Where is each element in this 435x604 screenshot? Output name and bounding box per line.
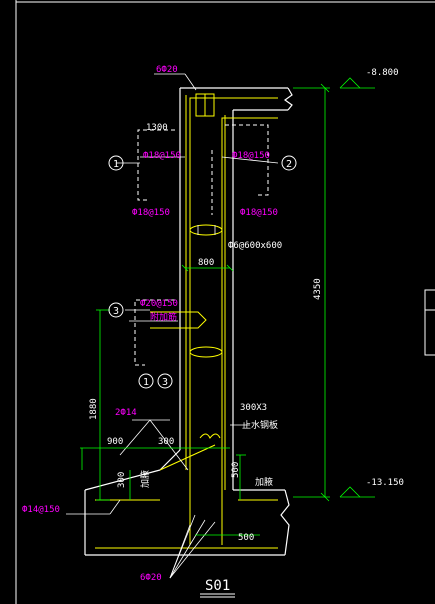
marker-3-low [157,373,173,389]
marker-1-top-label: 1 [113,159,119,170]
elevation-bottom: -13.150 [366,478,404,488]
wall-outline [84,87,293,556]
marker-2-label: 2 [286,159,292,170]
marker-circles [108,155,297,389]
marker-2 [281,155,297,171]
marker-3-mid [108,302,124,318]
marker-1-low [138,373,154,389]
rebar-group [95,93,278,549]
right-mesh-label: Ф18@150 [232,151,270,161]
haunch-left-note: 加腋 [139,470,151,488]
waterstop-name: 止水钢板 [242,419,278,431]
left-mid-label: Ф18@150 [132,208,170,218]
dim-500-vertical: 500 [231,462,241,478]
dowel-label: Ф20@150 [140,299,178,309]
dim-500-bottom: 500 [238,533,254,543]
drawing-title: S01 [205,578,230,594]
marker-1-top [108,155,124,171]
bottom-group-label: 6Ф20 [140,573,162,583]
dim-300-top: 300 [158,437,174,447]
marker-3-mid-label: 3 [113,306,119,317]
adjacent-outline [424,289,435,356]
dim-wall-thickness: 800 [198,258,214,268]
marker-3-low-label: 3 [162,377,168,388]
dim-4350: 4350 [313,278,323,300]
elevation-top: -8.800 [366,68,399,78]
dim-1300: 1300 [146,123,168,133]
haunch-right-note: 加腋 [255,476,273,488]
tie-label: Ф6@600x600 [228,241,282,251]
top-bar-label: 6Ф20 [156,65,178,75]
dimension-lines [80,77,375,536]
dim-300-vertical: 300 [117,472,127,488]
dim-900: 900 [107,437,123,447]
bottom-bar-label: Ф14@150 [22,505,60,515]
left-mesh-label: Ф18@150 [143,151,181,161]
dowel-note: 附加筋 [150,311,177,323]
right-mid-label: Ф18@150 [240,208,278,218]
marker-1-low-label: 1 [143,377,149,388]
dashed-lines [134,124,269,366]
leader-lines [66,73,279,579]
bar-2-label: 2Ф14 [115,408,137,418]
waterstop-size: 300X3 [240,403,267,413]
dim-1880: 1880 [89,398,99,420]
